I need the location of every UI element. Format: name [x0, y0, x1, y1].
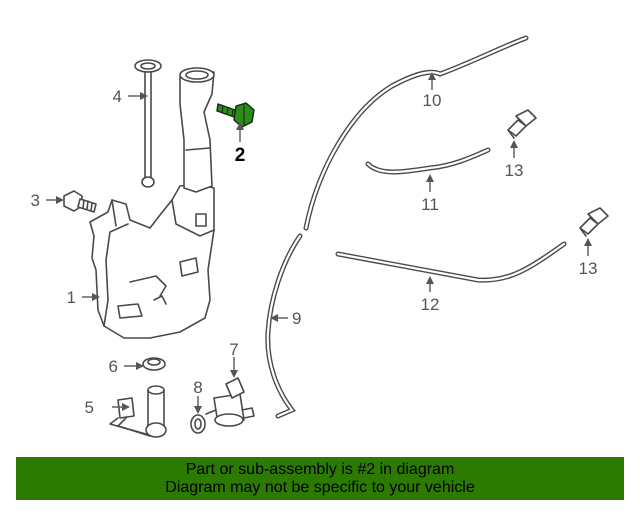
- callout-13-lower: 13: [579, 259, 598, 278]
- hose-part-10[interactable]: [303, 35, 529, 231]
- footer-banner: Part or sub-assembly is #2 in diagram Di…: [16, 457, 624, 500]
- leader-lines: [46, 72, 592, 414]
- screw-part-3[interactable]: [63, 190, 97, 213]
- footer-line-disclaimer: Diagram may not be specific to your vehi…: [165, 479, 475, 496]
- callout-9: 9: [292, 309, 301, 328]
- bolt-part-2[interactable]: [216, 102, 255, 128]
- hose-part-9[interactable]: [265, 233, 303, 419]
- seal-part-8[interactable]: [190, 414, 206, 434]
- callout-12: 12: [421, 295, 440, 314]
- hose-part-11[interactable]: [365, 147, 491, 175]
- callout-1: 1: [67, 288, 76, 307]
- level-sensor-part-5[interactable]: [109, 385, 167, 438]
- callout-3: 3: [31, 191, 40, 210]
- washer-pump-part-7[interactable]: [205, 377, 255, 427]
- washer-nozzle-part-13-upper[interactable]: [507, 109, 537, 139]
- filler-neck[interactable]: [179, 67, 215, 193]
- washer-reservoir[interactable]: [89, 183, 215, 339]
- grommet-part-6[interactable]: [142, 357, 166, 371]
- callout-4: 4: [113, 87, 122, 106]
- callout-2: 2: [235, 145, 246, 166]
- callout-labels: 1 2 3 4 5 6 7 8 9 10 11 12 13 13: [31, 87, 598, 417]
- hose-part-12[interactable]: [335, 241, 567, 283]
- callout-13-upper: 13: [505, 161, 524, 180]
- parts-diagram: 1 2 3 4 5 6 7 8 9 10 11 12 13 13: [31, 35, 609, 438]
- callout-10: 10: [423, 91, 442, 110]
- cap-rod-part-4[interactable]: [134, 59, 162, 188]
- callout-6: 6: [109, 357, 118, 376]
- callout-8: 8: [193, 378, 202, 397]
- callout-11: 11: [421, 195, 439, 214]
- callout-7: 7: [229, 340, 238, 359]
- washer-nozzle-part-13-lower[interactable]: [579, 207, 609, 237]
- footer-line-part-info: Part or sub-assembly is #2 in diagram: [185, 461, 455, 478]
- callout-5: 5: [85, 398, 94, 417]
